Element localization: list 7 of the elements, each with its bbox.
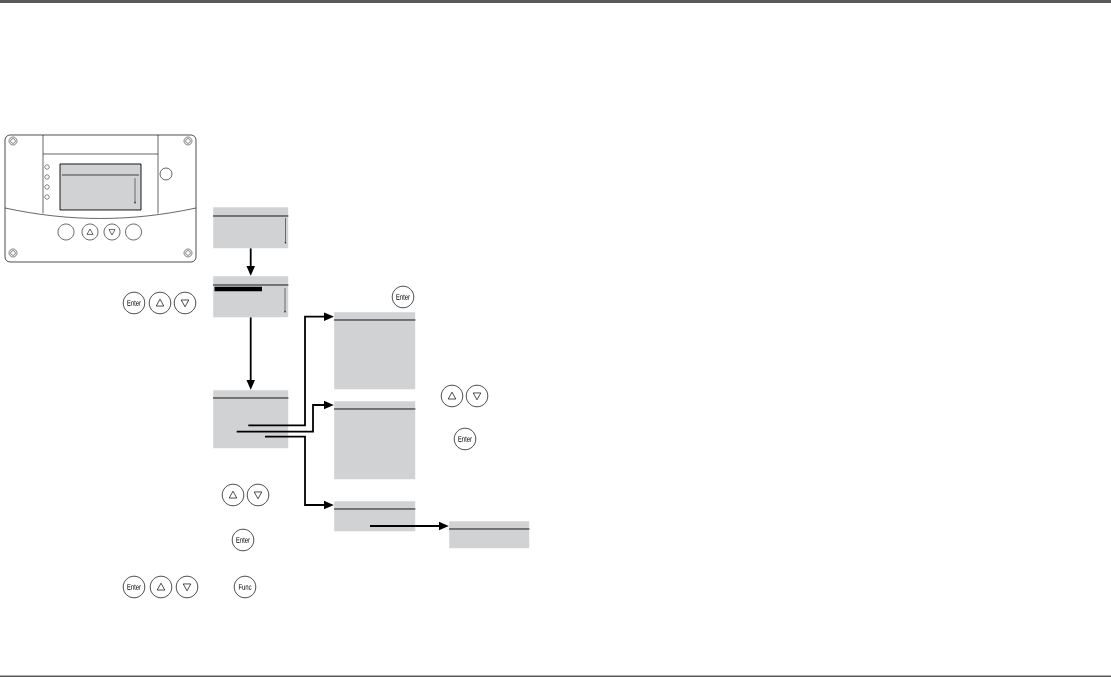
lcd-screen (212, 276, 289, 318)
lcd-screen (212, 390, 289, 449)
lcd-screen (333, 312, 416, 390)
lcd-screen (212, 207, 289, 249)
lcd-screen (333, 501, 416, 532)
lcd-screen (333, 401, 416, 480)
lcd-screen (448, 521, 530, 549)
